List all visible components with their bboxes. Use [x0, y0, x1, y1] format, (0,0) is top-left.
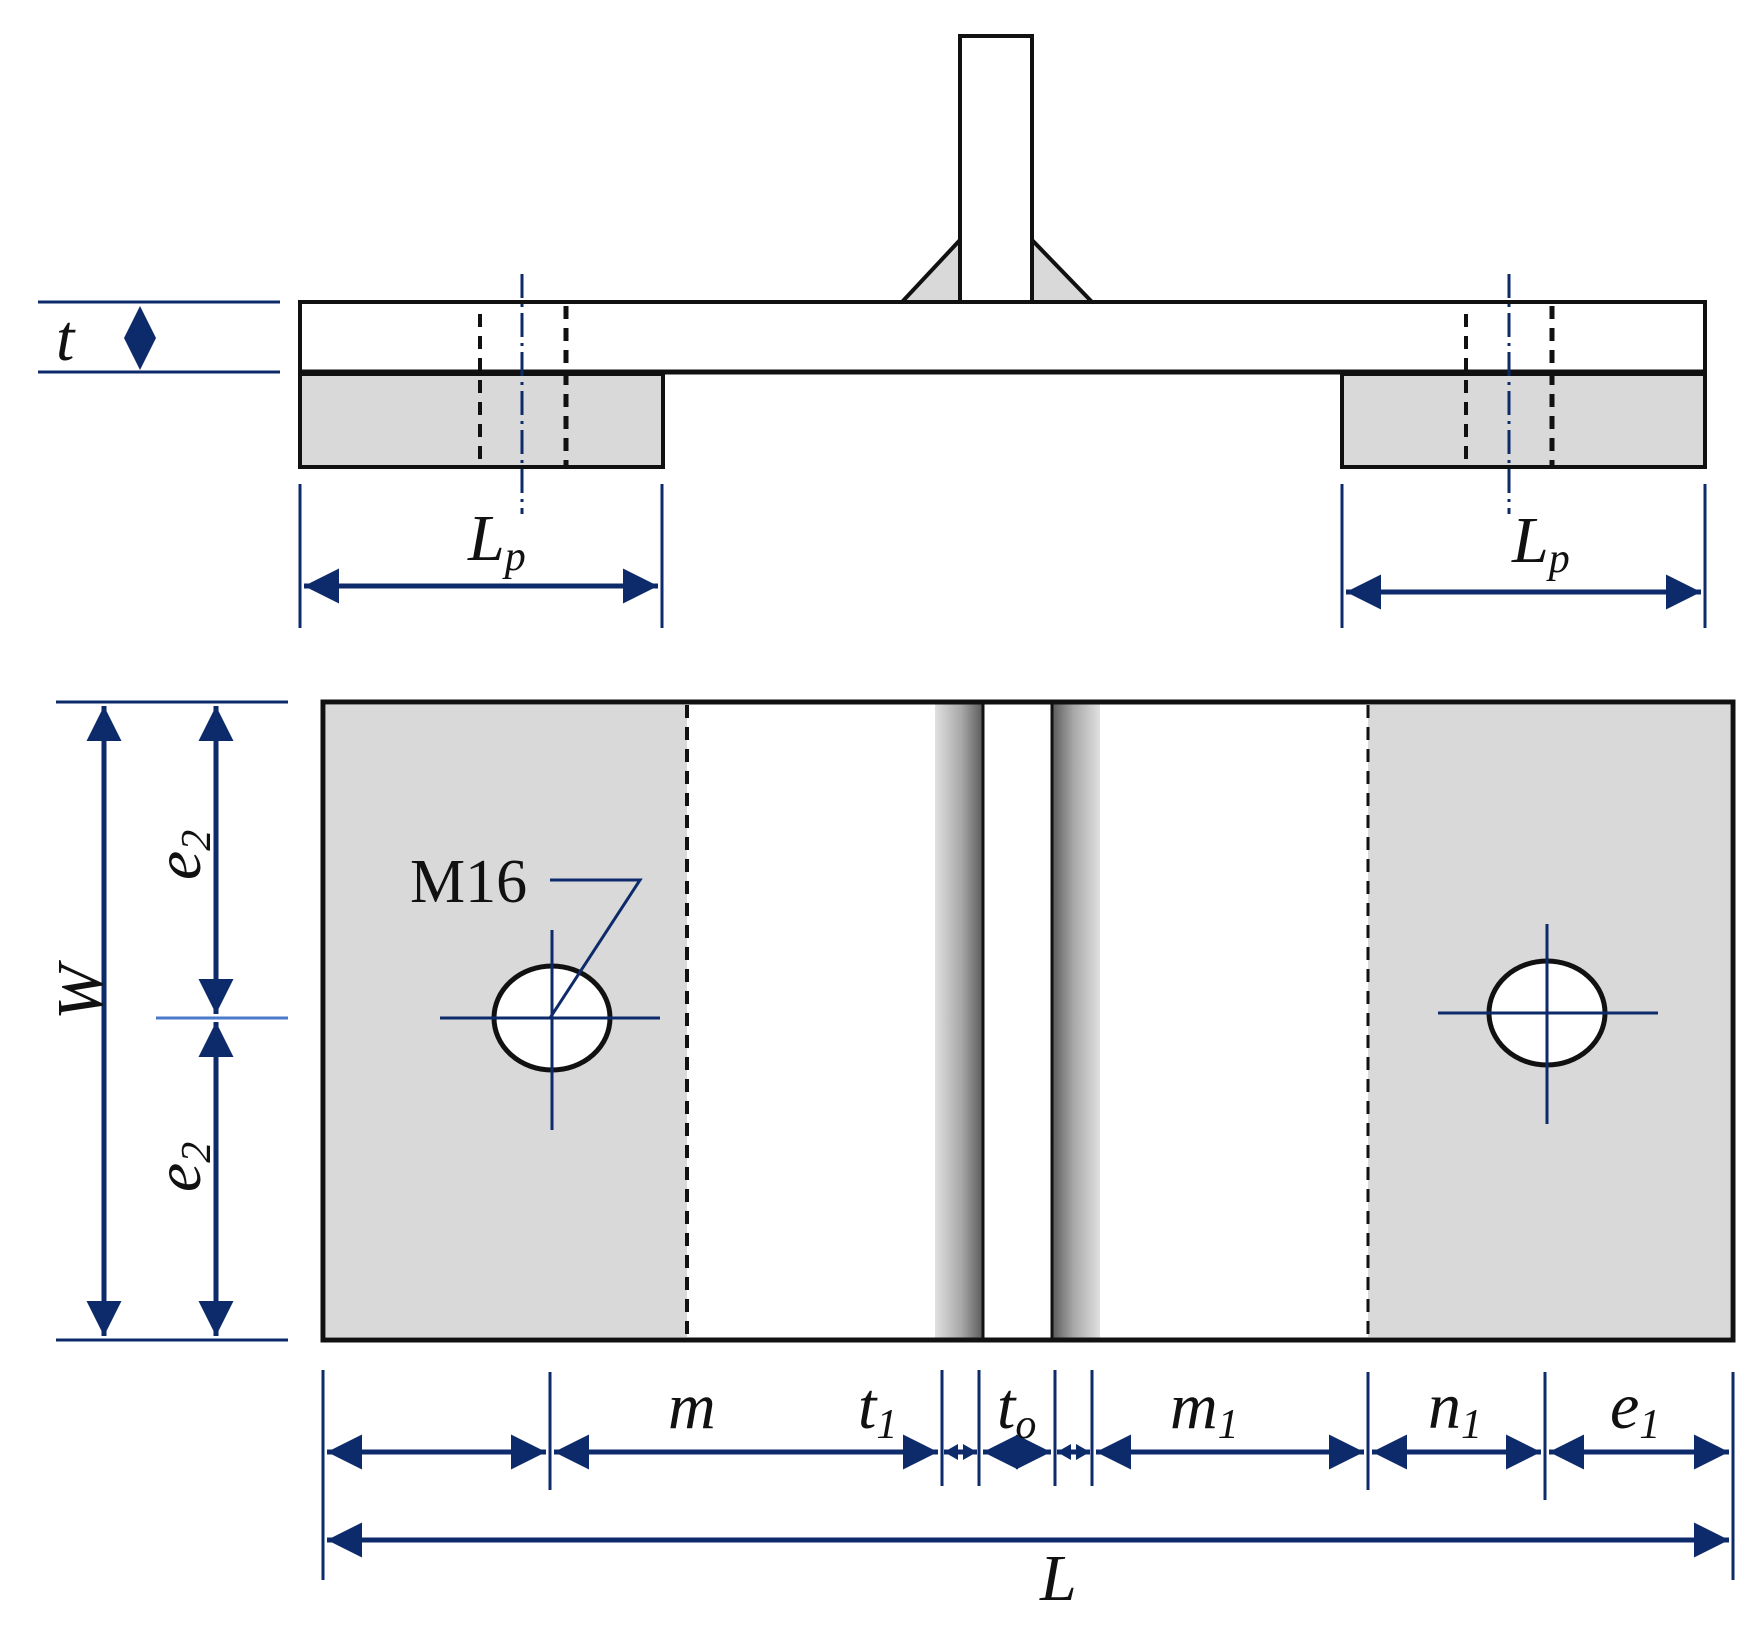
- t-dimension-marker: [124, 306, 156, 370]
- weld-strip-left: [935, 704, 983, 1338]
- lp-left-label: Lp: [467, 502, 526, 580]
- stem-plate: [958, 34, 1034, 304]
- w-label: W: [44, 960, 117, 1020]
- support-block-right: [1340, 372, 1707, 469]
- l-label: L: [1039, 1542, 1077, 1615]
- weld-left: [897, 234, 962, 304]
- n1-label: n1: [1428, 1370, 1482, 1448]
- e1-label: e1: [1610, 1370, 1660, 1448]
- bolt-leader-line: [548, 878, 643, 1019]
- t0-label: to: [997, 1370, 1036, 1448]
- plan-view: M16 W e2 e2: [44, 699, 1736, 1615]
- t-label: t: [56, 302, 76, 375]
- elevation-view: t Lp Lp: [38, 34, 1707, 628]
- bolt-size-label: M16: [410, 848, 527, 916]
- e2-bottom-label: e2: [142, 1142, 220, 1192]
- m1-label: m1: [1170, 1370, 1239, 1448]
- e2-top-label: e2: [142, 830, 220, 880]
- weld-strip-right: [1052, 704, 1100, 1338]
- t1-label: t1: [858, 1370, 897, 1448]
- weld-right: [1030, 235, 1097, 304]
- flange-plate: [298, 300, 1707, 374]
- lp-right-label: Lp: [1511, 504, 1570, 582]
- m-label: m: [668, 1370, 716, 1443]
